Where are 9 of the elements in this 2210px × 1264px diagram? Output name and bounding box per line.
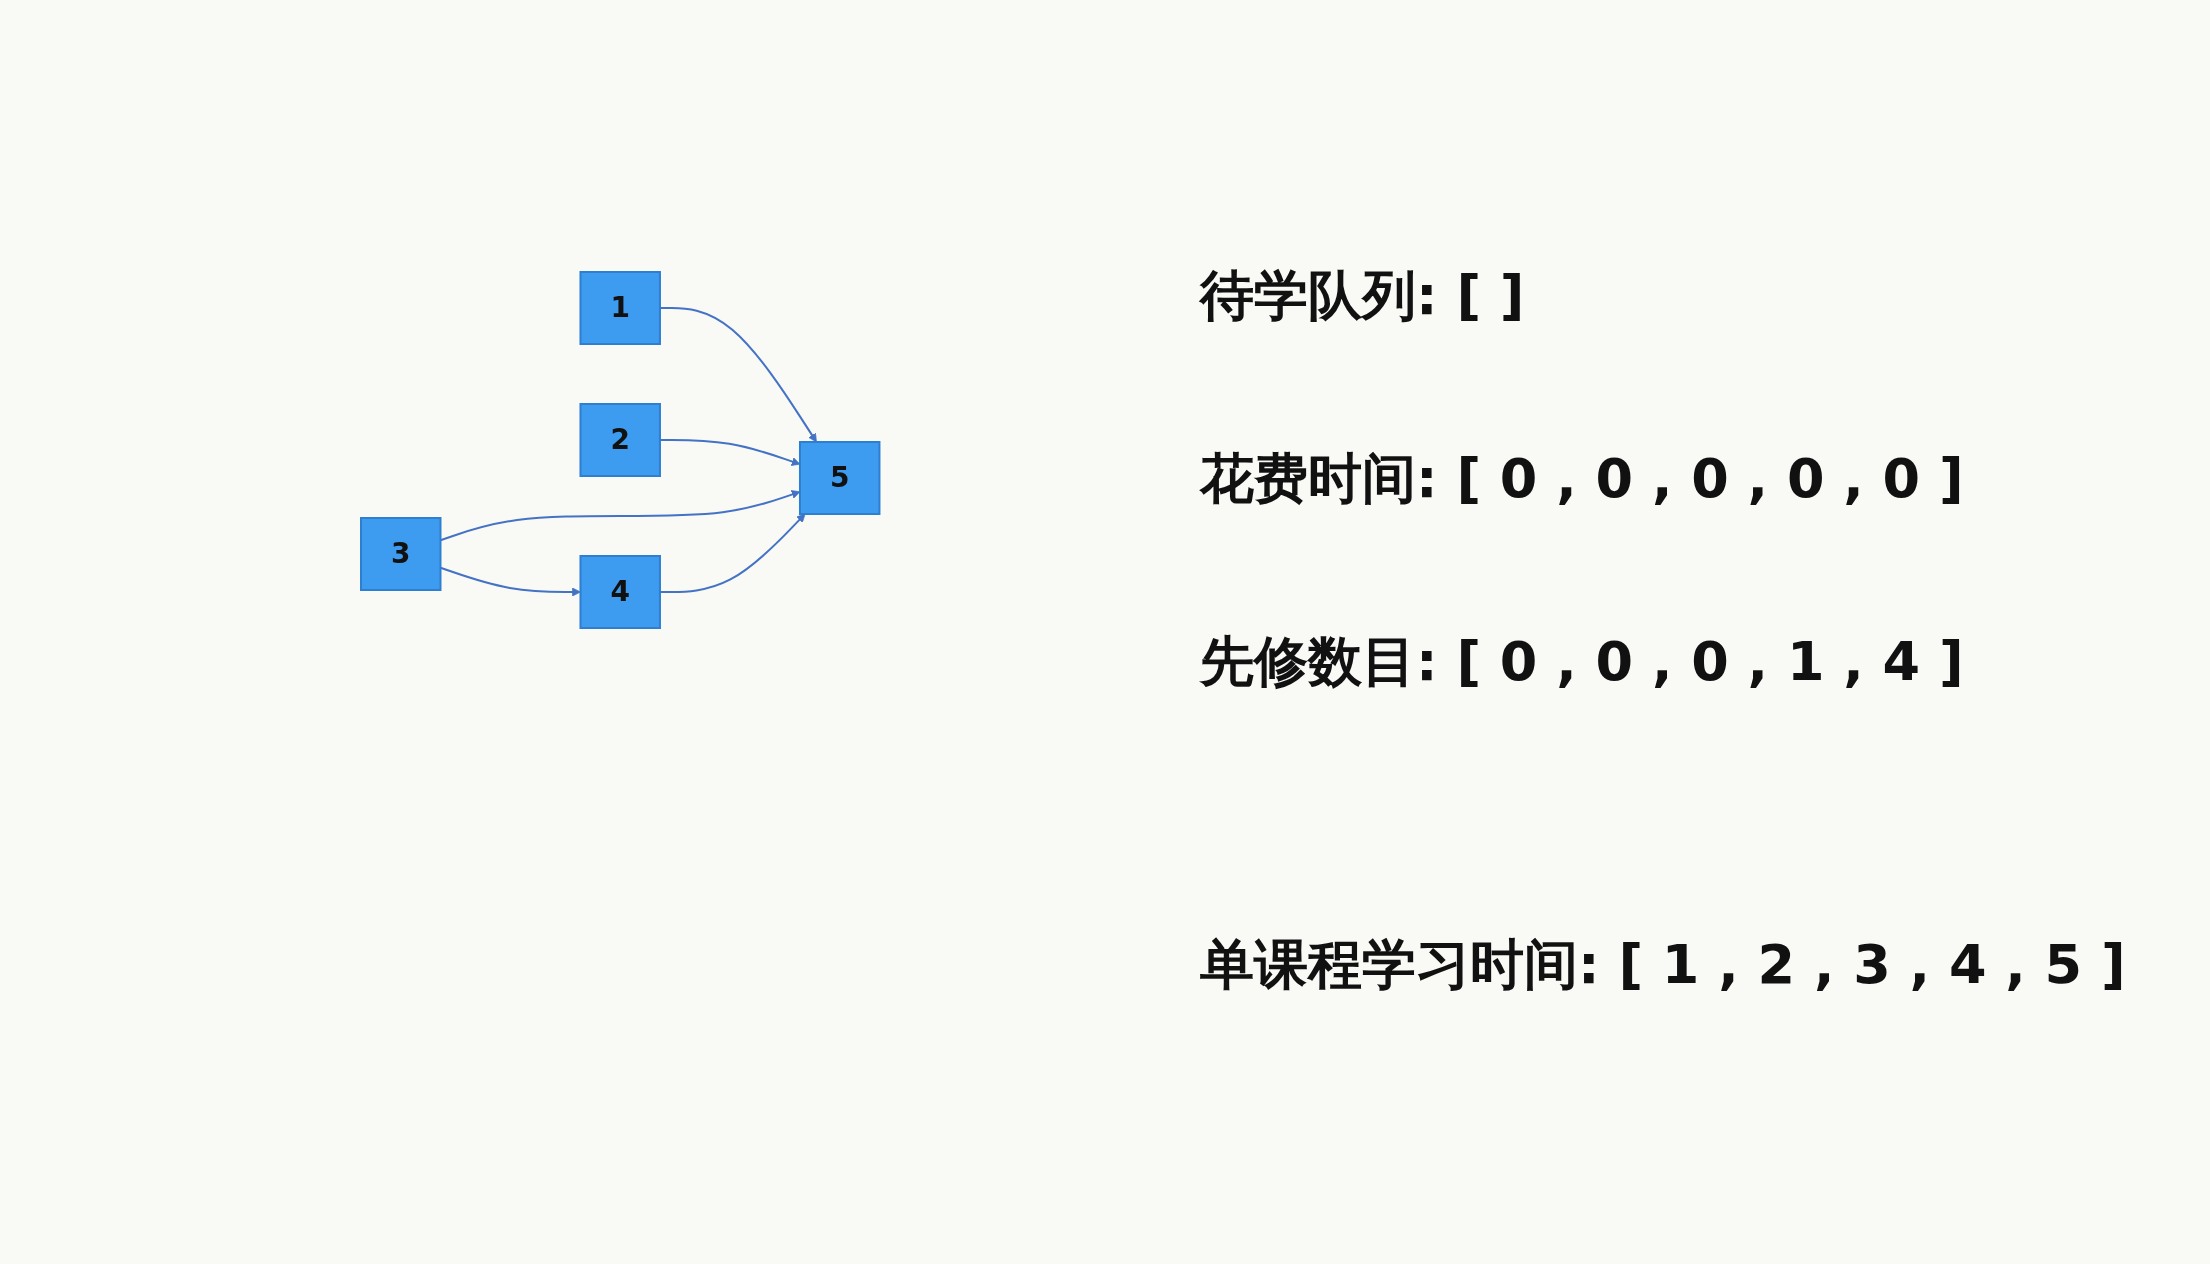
node-box: 2 — [579, 403, 661, 477]
array-text: 先修数目: [ 0 , 0 , 0 , 1 , 4 ] — [1200, 629, 1965, 695]
array-text: 单课程学习时间: [ 1 , 2 , 3 , 4 , 5 ] — [1200, 932, 2126, 998]
node-box: 4 — [579, 555, 661, 629]
array-text: 待学队列: [ ] — [1200, 263, 1526, 329]
node-box: 1 — [579, 271, 661, 345]
array-text: 花费时间: [ 0 , 0 , 0 , 0 , 0 ] — [1200, 446, 1965, 512]
node-box: 3 — [359, 517, 442, 591]
node-box: 5 — [798, 441, 881, 515]
